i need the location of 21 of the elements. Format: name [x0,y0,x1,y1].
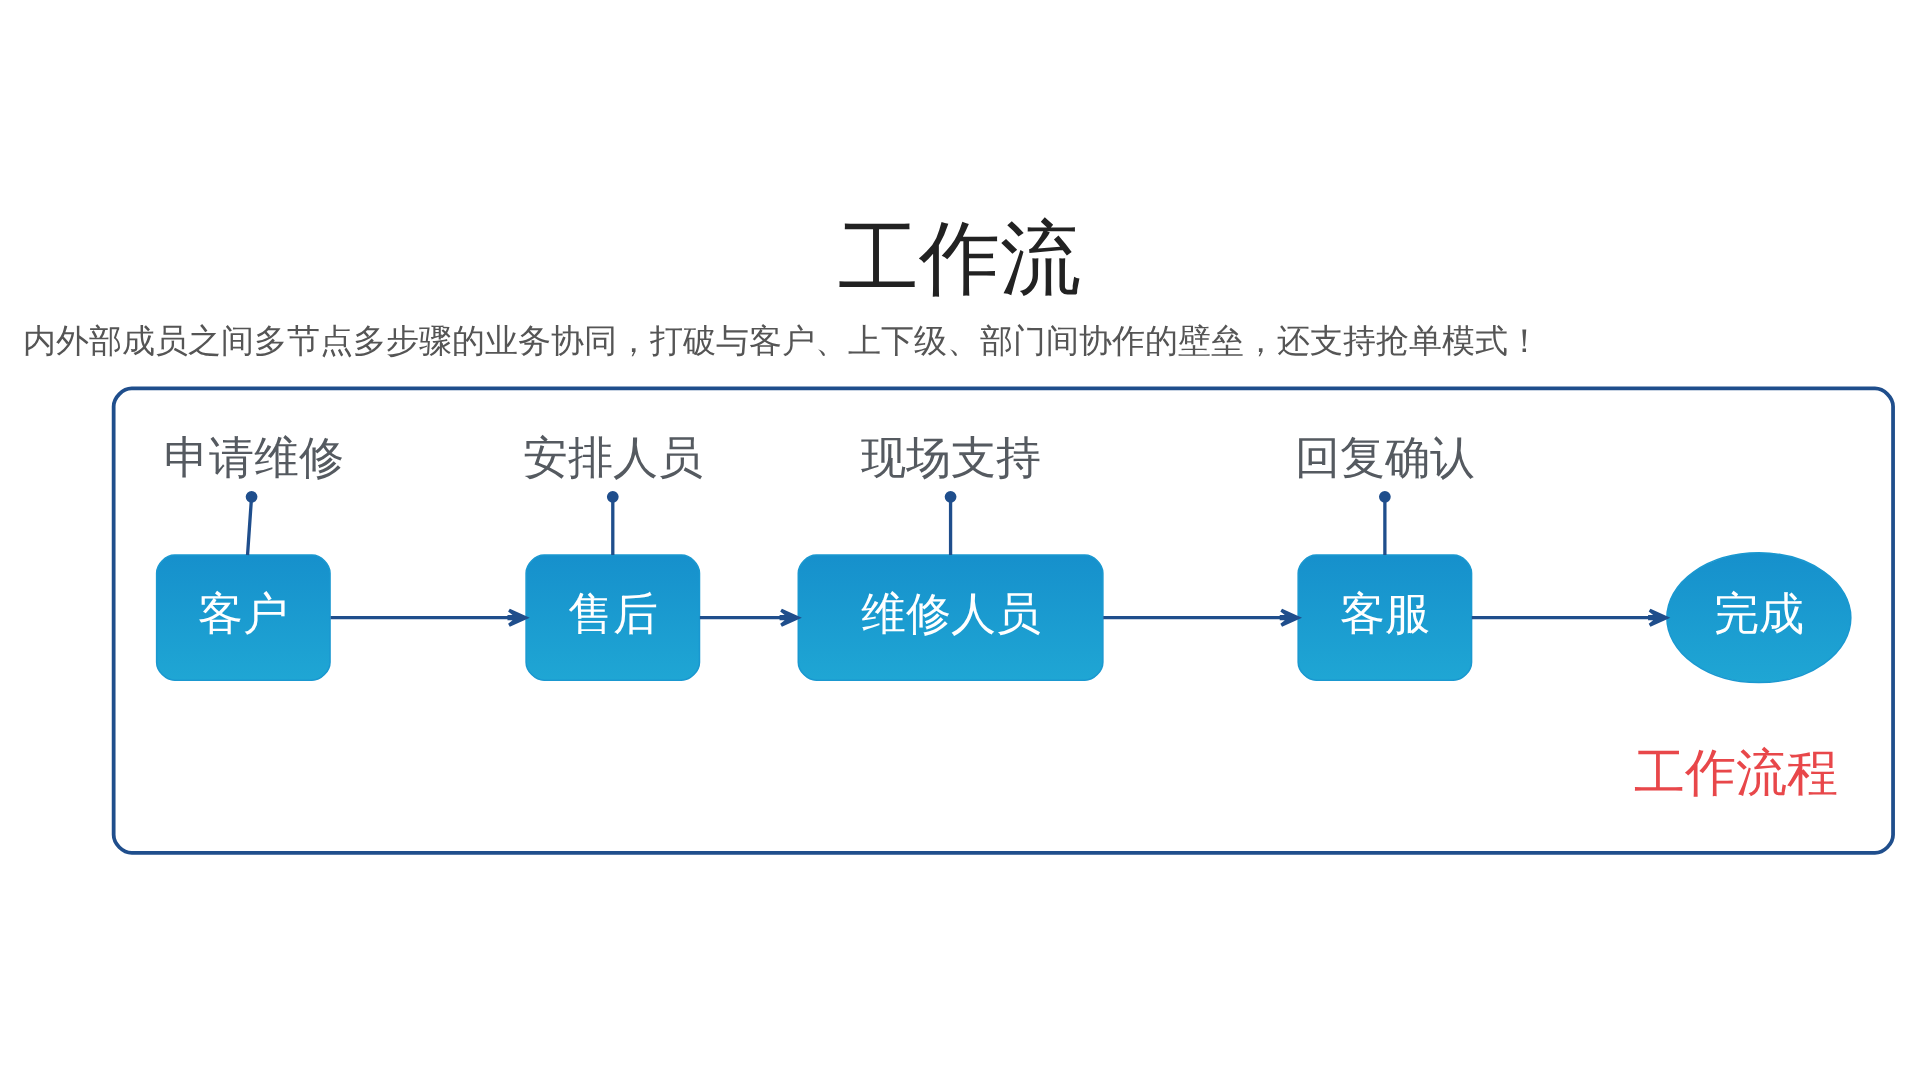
node-box: 售后 [525,554,701,681]
node-box: 维修人员 [797,554,1104,681]
connector [606,490,619,556]
node-box: 客服 [1297,554,1473,681]
arrow [1471,608,1668,627]
arrow [699,608,800,627]
label: 内外部成员之间多节点多步骤的业务协同，打破与客户、上下级、部门间协作的壁垒，还支持抢单模式！ [22,320,1541,360]
connector [1379,490,1391,556]
node-box: 客户 [155,554,331,681]
diagram-title: 工作流 [838,210,1082,306]
node-text: 现场支持 [860,430,1041,484]
arrow [330,608,528,627]
cluster [111,386,1895,855]
connector [944,490,957,556]
node-text: 申请维修 [163,430,344,484]
node-text: 安排人员 [522,430,703,484]
node-ellipse: 完成 [1666,552,1852,684]
connector [245,490,258,556]
node-text: 回复确认 [1294,430,1475,484]
arrow [1103,608,1300,627]
label: 工作流程 [1634,741,1839,802]
